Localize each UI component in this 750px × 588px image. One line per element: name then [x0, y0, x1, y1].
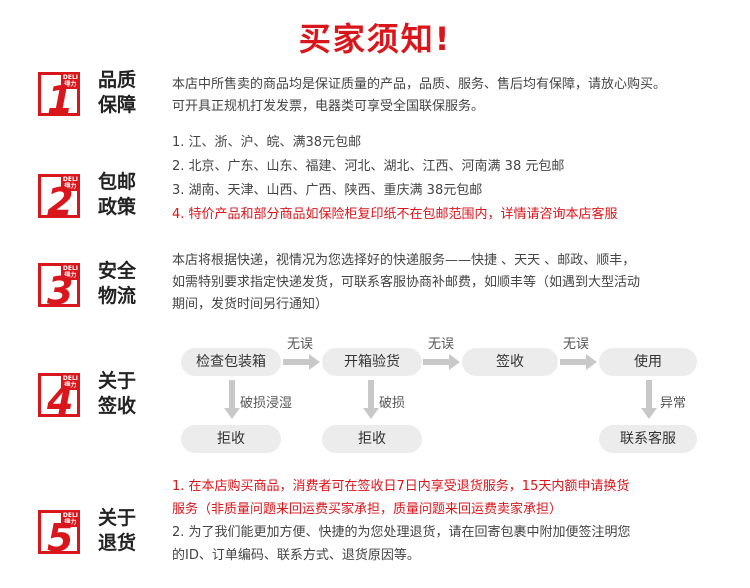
badge-brand-tag: DELI 得力 — [60, 264, 80, 280]
section-text-5: 1. 在本店购买商品，消费者可在签收日7日内享受退货服务，15天内额申请换货 服… — [172, 475, 631, 567]
down-arrow-icon — [363, 380, 379, 419]
badge-brand-tag: DELI 得力 — [60, 175, 80, 191]
badge-number: 5 — [47, 516, 74, 560]
flow-result-contact-service: 联系客服 — [599, 425, 697, 453]
flow-result-reject: 拒收 — [181, 425, 281, 453]
badge-brand-tag: DELI 得力 — [60, 374, 80, 390]
text-line-highlight: 4. 特价产品和部分商品如保险柜复印纸不在包邮范围内，详情请咨询本店客服 — [172, 207, 618, 222]
flow-ok-label: 无误 — [287, 337, 314, 352]
flow-ok-label: 无误 — [563, 337, 590, 352]
text-line: 的ID、订单编码、联系方式、退货原因等。 — [172, 548, 420, 563]
heading-line: 签收 — [98, 395, 137, 417]
flow-step-use: 使用 — [599, 348, 697, 376]
right-arrow-icon — [560, 354, 597, 370]
section-heading-5: 关于 退货 — [98, 506, 150, 556]
flow-branch-label: 破损浸湿 — [240, 396, 293, 411]
flow-branch-label: 破损 — [379, 396, 406, 411]
text-line: 如需特别要求指定快递发货，可联系客服协商补邮费，如顺丰等（如遇到大型活动 — [172, 275, 641, 290]
text-line: 3. 湖南、天津、山西、广西、陕西、重庆满 38元包邮 — [172, 183, 483, 198]
badge-brand-tag: DELI 得力 — [60, 73, 80, 89]
text-line: 2. 北京、广东、山东、福建、河北、湖北、江西、河南满 38 元包邮 — [172, 159, 565, 174]
heading-line: 关于 — [98, 370, 137, 392]
heading-line: 安全 — [98, 260, 137, 282]
down-arrow-icon — [224, 380, 240, 419]
heading-line: 物流 — [98, 285, 137, 307]
section-heading-2: 包邮 政策 — [98, 170, 150, 220]
flow-branch-label: 异常 — [660, 396, 687, 411]
section-text-1: 本店中所售卖的商品均是保证质量的产品，品质、服务、售后均有保障，请放心购买。 可… — [172, 74, 666, 118]
section-badge-1: DELI 得力 1 — [38, 72, 80, 122]
heading-line: 政策 — [98, 196, 137, 218]
section-text-2: 1. 江、浙、沪、皖、满38元包邮 2. 北京、广东、山东、福建、河北、湖北、江… — [172, 131, 618, 227]
flow-result-reject: 拒收 — [322, 425, 422, 453]
badge-number: 3 — [47, 269, 74, 313]
text-line: 1. 江、浙、沪、皖、满38元包邮 — [172, 135, 362, 150]
flow-step-sign: 签收 — [462, 348, 558, 376]
section-heading-1: 品质 保障 — [98, 68, 150, 118]
badge-number: 1 — [47, 78, 74, 122]
heading-line: 品质 — [98, 69, 137, 91]
right-arrow-icon — [283, 354, 320, 370]
page-title: 买家须知! — [298, 20, 452, 58]
text-line-highlight: 1. 在本店购买商品，消费者可在签收日7日内享受退货服务，15天内额申请换货 — [172, 479, 630, 494]
section-badge-3: DELI 得力 3 — [38, 263, 80, 313]
section-badge-5: DELI 得力 5 — [38, 510, 80, 560]
text-line-highlight: 服务（非质量问题来回运费买家承担，质量问题来回运费卖家承担） — [172, 502, 563, 517]
heading-line: 保障 — [98, 94, 137, 116]
text-line: 本店中所售卖的商品均是保证质量的产品，品质、服务、售后均有保障，请放心购买。 — [172, 77, 667, 92]
right-arrow-icon — [423, 354, 460, 370]
heading-line: 关于 — [98, 507, 137, 529]
section-text-3: 本店将根据快递，视情况为您选择好的快递服务——快捷 、天天 、邮政、顺丰， 如需… — [172, 250, 640, 316]
heading-line: 退货 — [98, 532, 137, 554]
text-line: 期间，发货时间另行通知） — [172, 297, 329, 312]
text-line: 可开具正规机打发发票，电器类可享受全国联保服务。 — [172, 99, 485, 114]
flow-step-unbox-check: 开箱验货 — [322, 348, 422, 376]
section-badge-4: DELI 得力 4 — [38, 373, 80, 423]
section-heading-3: 安全 物流 — [98, 259, 150, 309]
badge-number: 4 — [47, 379, 74, 423]
section-badge-2: DELI 得力 2 — [38, 174, 80, 224]
badge-number: 2 — [47, 180, 74, 224]
down-arrow-icon — [641, 380, 657, 419]
heading-line: 包邮 — [98, 171, 137, 193]
flow-step-inspect-box: 检查包装箱 — [181, 348, 281, 376]
badge-brand-tag: DELI 得力 — [60, 511, 80, 527]
flow-ok-label: 无误 — [428, 337, 455, 352]
text-line: 本店将根据快递，视情况为您选择好的快递服务——快捷 、天天 、邮政、顺丰， — [172, 253, 636, 268]
text-line: 2. 为了我们能更加方便、快捷的为您处理退货，请在回寄包裹中附加便签注明您 — [172, 525, 631, 540]
section-heading-4: 关于 签收 — [98, 369, 150, 419]
